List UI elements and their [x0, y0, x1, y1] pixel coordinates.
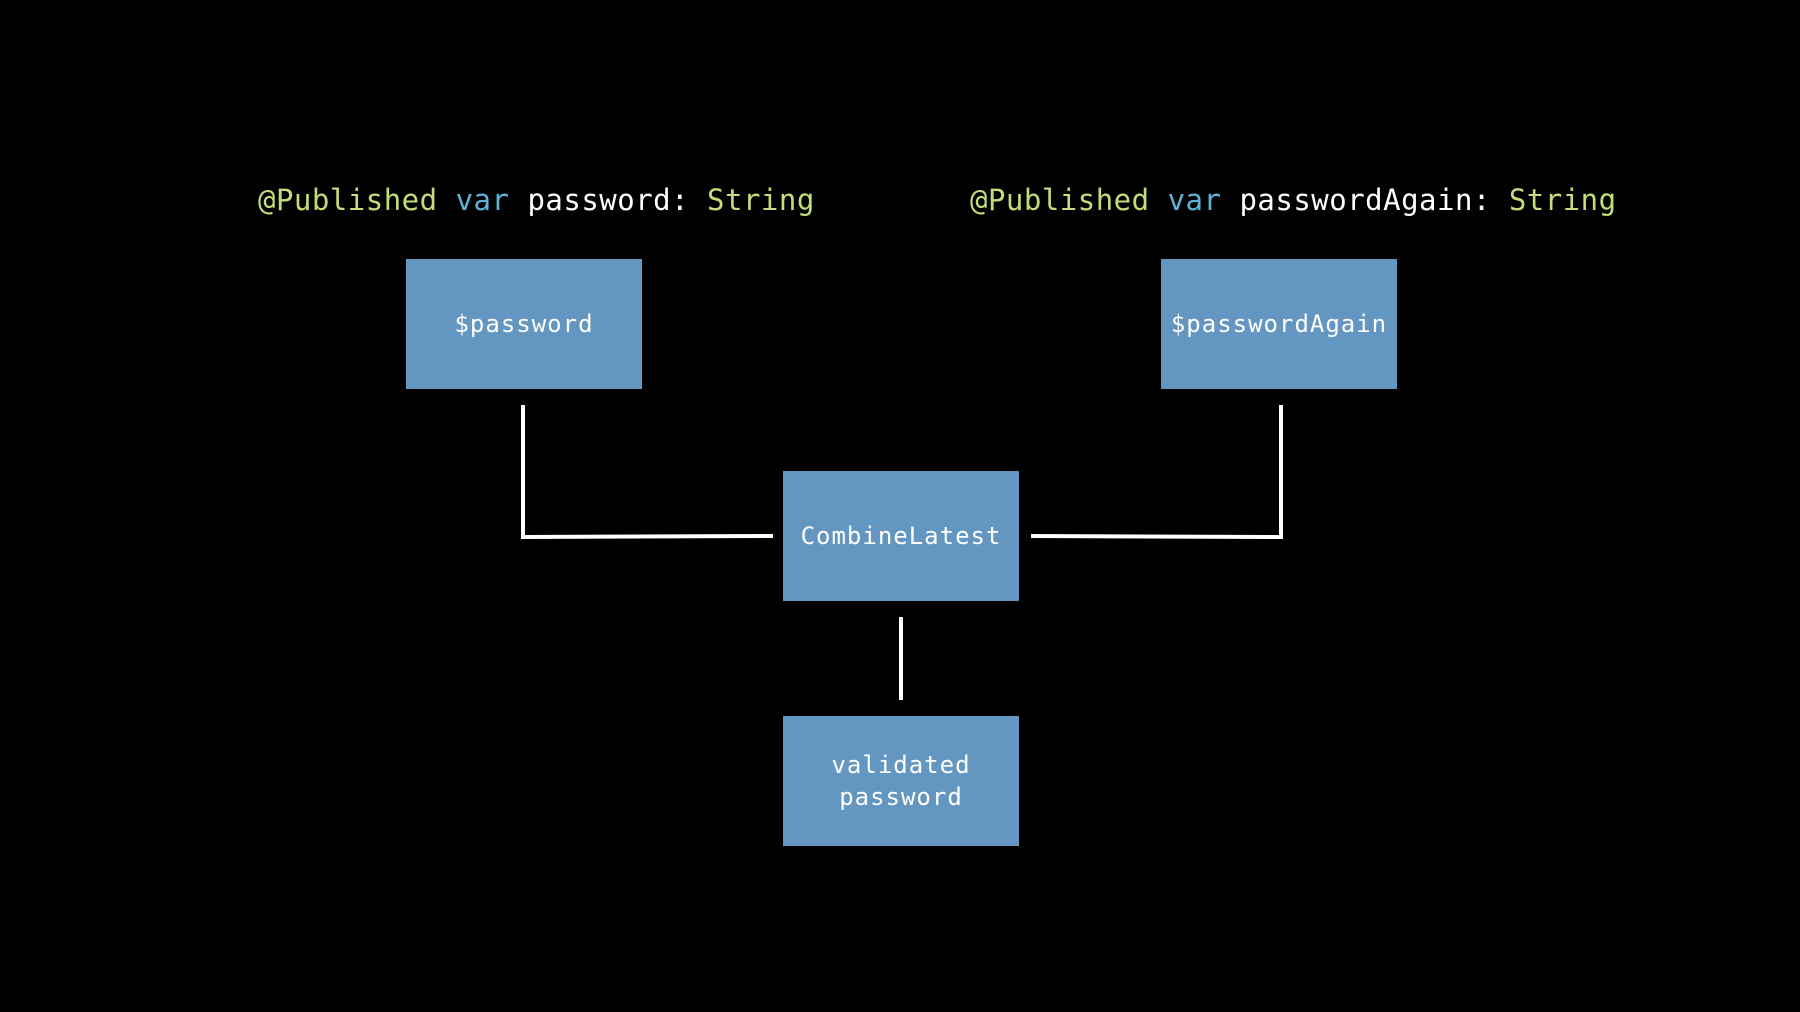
property-name: password:	[527, 183, 690, 217]
connector-password-to-combine	[521, 405, 774, 540]
node-password-publisher: $password	[406, 259, 642, 389]
var-keyword: var	[455, 183, 510, 217]
property-name: passwordAgain:	[1239, 183, 1491, 217]
published-attribute: @Published	[258, 183, 438, 217]
node-combine-latest: CombineLatest	[783, 471, 1019, 601]
node-validated-password: validated password	[783, 716, 1019, 846]
code-declaration-password-again: @Published var passwordAgain: String	[970, 178, 1617, 222]
type-name: String	[707, 183, 815, 217]
type-name: String	[1508, 183, 1617, 217]
code-declaration-password: @Published var password: String	[258, 178, 815, 222]
published-attribute: @Published	[970, 183, 1150, 217]
connector-password-again-to-combine	[1030, 405, 1283, 540]
node-password-again-publisher: $passwordAgain	[1161, 259, 1397, 389]
var-keyword: var	[1167, 183, 1222, 217]
